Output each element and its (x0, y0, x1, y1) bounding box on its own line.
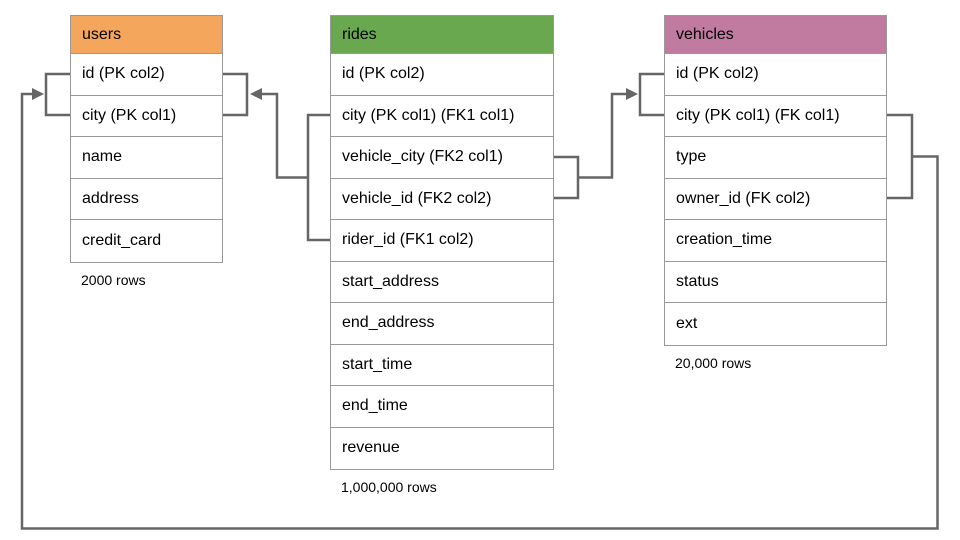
row-count-users: 2000 rows (81, 271, 146, 288)
column-row: ext (665, 303, 886, 345)
column-row: name (71, 137, 222, 179)
row-count-vehicles: 20,000 rows (675, 354, 752, 371)
column-row: creation_time (665, 220, 886, 262)
row-count-rides: 1,000,000 rows (341, 479, 437, 495)
column-row: id (PK col2) (71, 54, 222, 96)
table-rides: rides id (PK col2) city (PK col1) (FK1 c… (330, 15, 554, 495)
table-rides-box: rides id (PK col2) city (PK col1) (FK1 c… (330, 15, 554, 470)
elbow-rides-to-vehicles (578, 92, 627, 179)
table-users: users id (PK col2) city (PK col1) name a… (70, 15, 223, 288)
arrowhead-to-vehicles (626, 88, 638, 100)
column-row: start_time (331, 344, 553, 386)
bracket-rides-left (306, 113, 330, 242)
column-row: vehicle_city (FK2 col1) (331, 137, 553, 179)
table-rides-header: rides (331, 16, 553, 54)
table-vehicles-header: vehicles (665, 16, 886, 54)
table-vehicles-box: vehicles id (PK col2) city (PK col1) (FK… (664, 15, 887, 346)
column-row: credit_card (71, 220, 222, 262)
column-row: id (PK col2) (665, 54, 886, 96)
connector-rides-to-vehicles (554, 72, 664, 200)
column-row: rider_id (FK1 col2) (331, 220, 553, 262)
arrowhead-to-users-left (32, 88, 44, 100)
bracket-users-right (222, 72, 249, 117)
column-row: owner_id (FK col2) (665, 178, 886, 220)
arrowhead-to-users-right (250, 88, 262, 100)
elbow-rides-to-users (253, 92, 308, 179)
table-users-box: users id (PK col2) city (PK col1) name a… (70, 15, 223, 263)
bracket-vehicles-right (887, 113, 914, 200)
column-row: end_address (331, 303, 553, 345)
column-row: id (PK col2) (331, 54, 553, 96)
column-row: city (PK col1) (71, 95, 222, 137)
table-vehicles: vehicles id (PK col2) city (PK col1) (FK… (664, 15, 887, 371)
bracket-rides-right (554, 155, 580, 200)
bracket-vehicles-left (638, 72, 664, 117)
column-row: city (PK col1) (FK1 col1) (331, 95, 553, 137)
bracket-users-left (44, 72, 70, 117)
column-row: vehicle_id (FK2 col2) (331, 178, 553, 220)
column-row: start_address (331, 261, 553, 303)
column-row: address (71, 178, 222, 220)
connector-rides-to-users (222, 72, 330, 242)
column-row: revenue (331, 427, 553, 469)
column-row: end_time (331, 386, 553, 428)
column-row: status (665, 261, 886, 303)
table-users-header: users (71, 16, 222, 54)
column-row: city (PK col1) (FK col1) (665, 95, 886, 137)
column-row: type (665, 137, 886, 179)
